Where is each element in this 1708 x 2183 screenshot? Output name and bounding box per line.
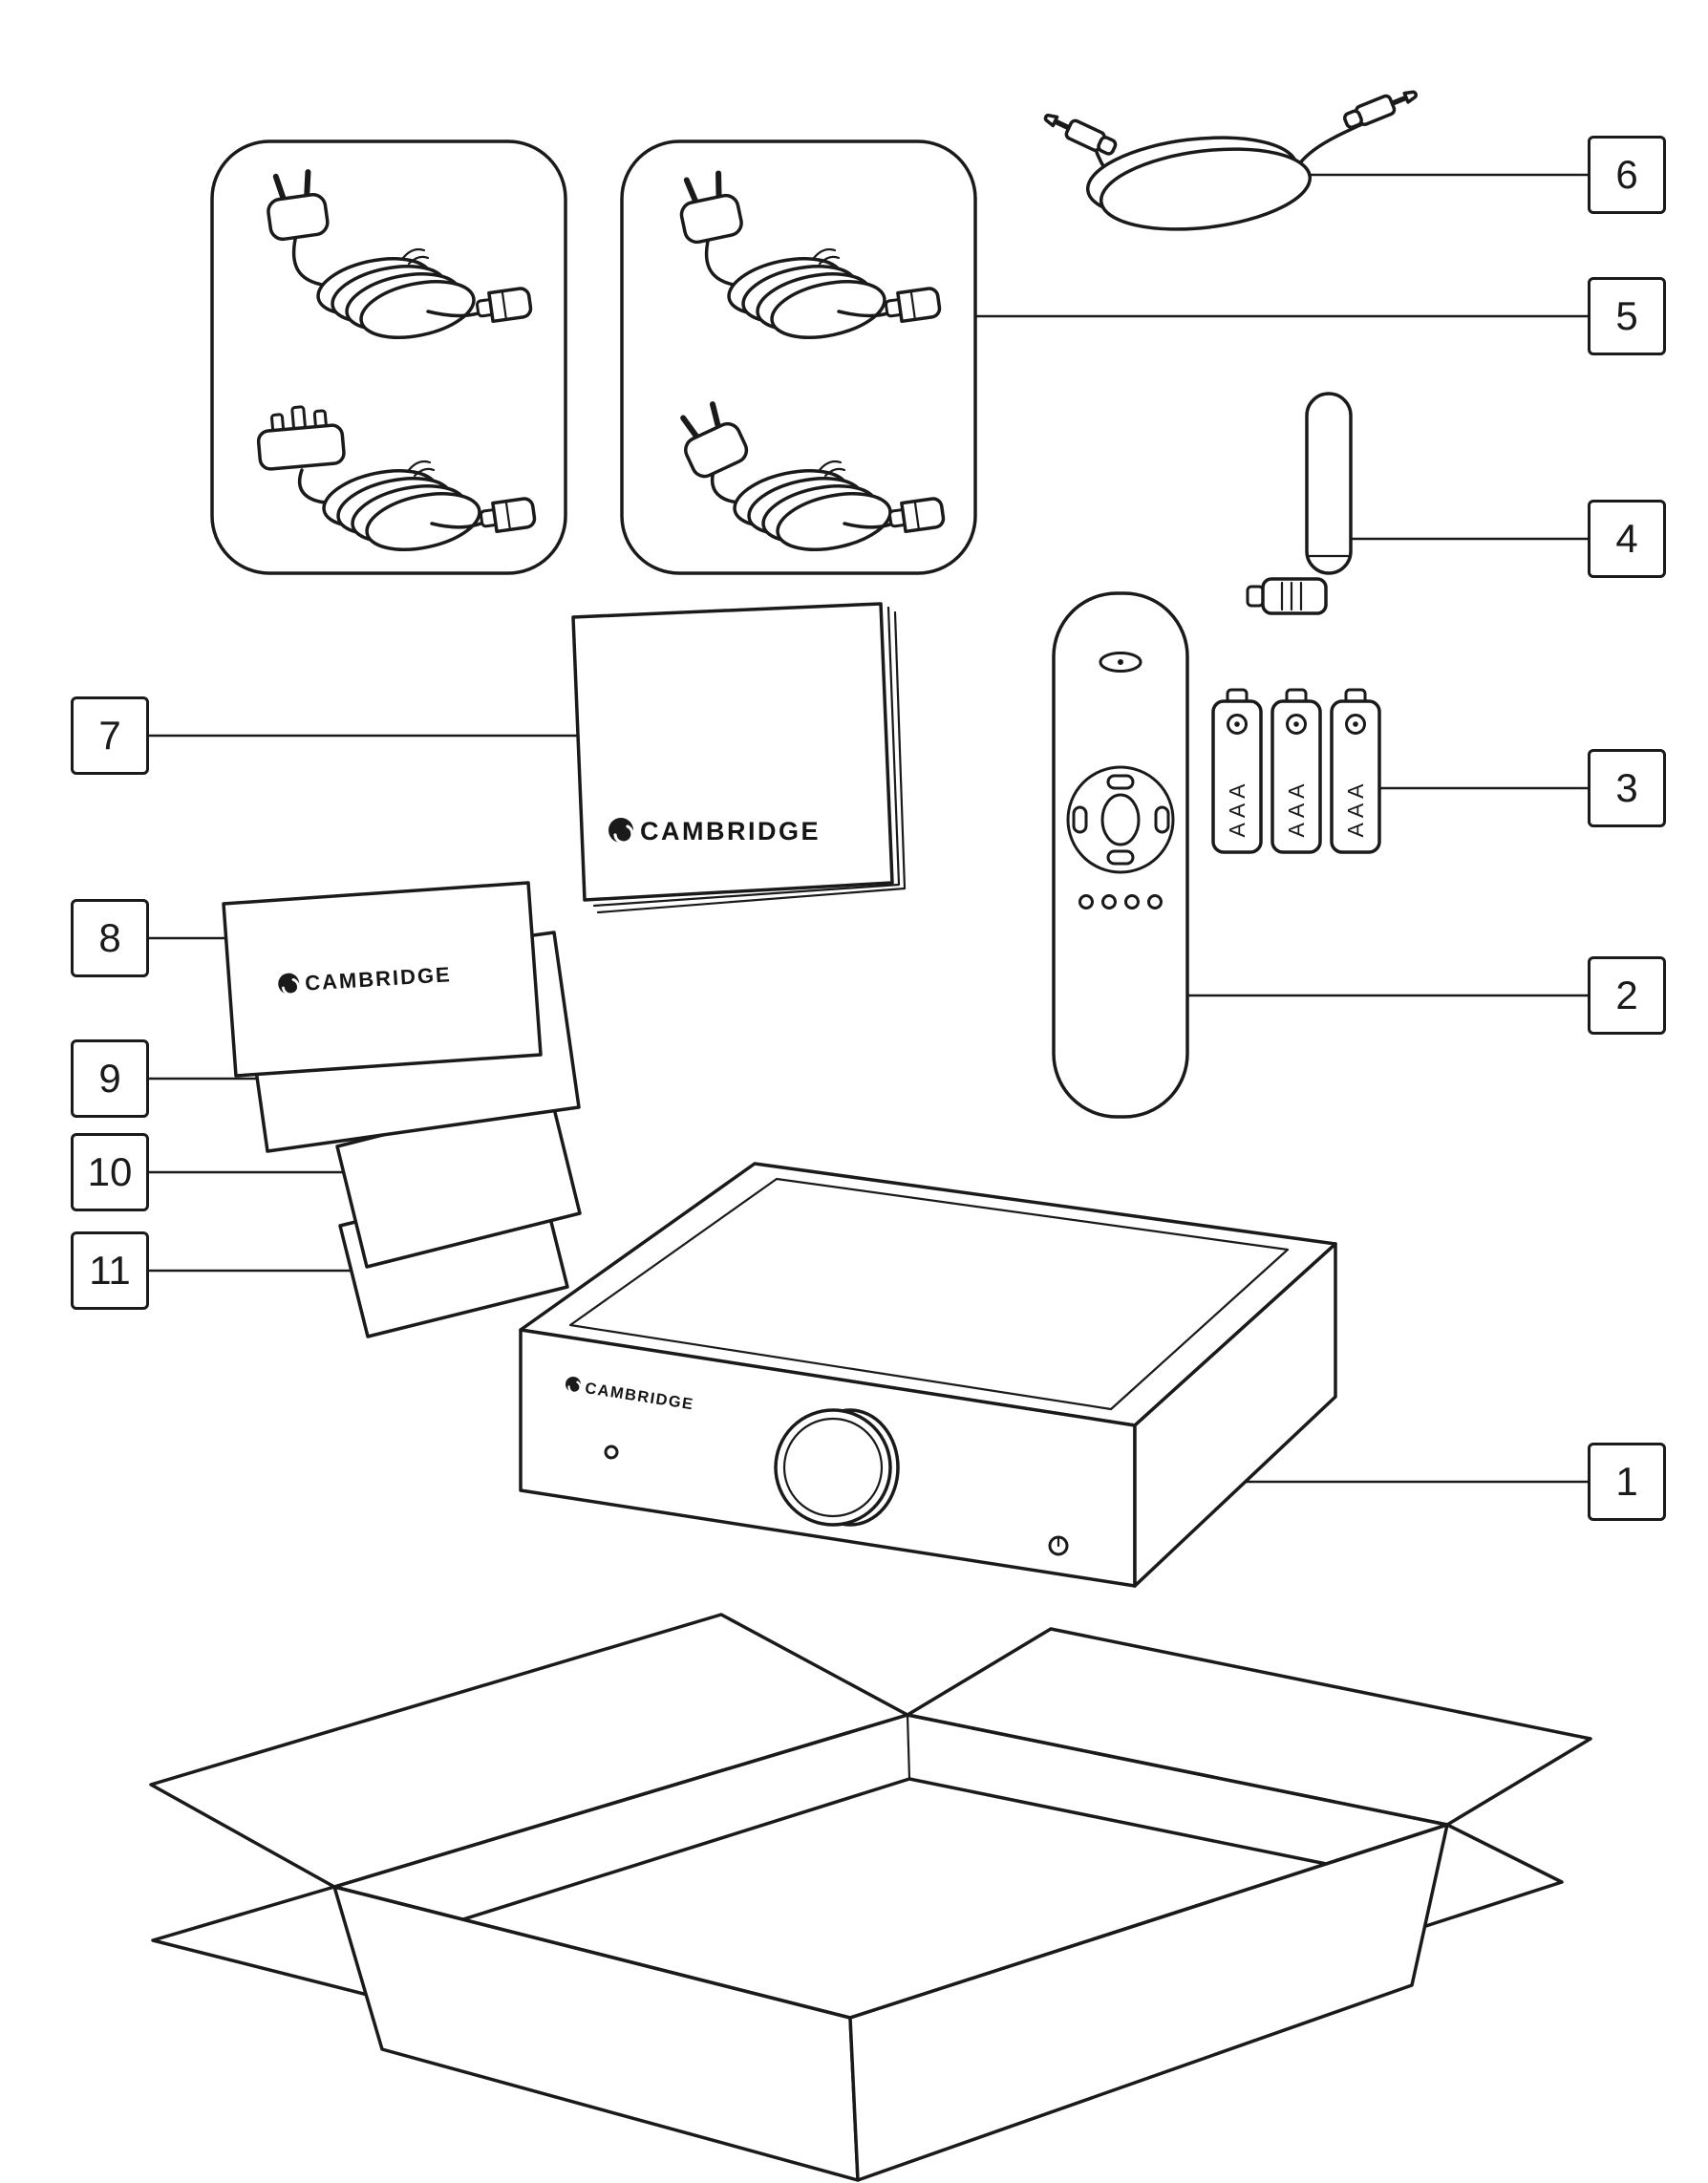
- standby-button: [1048, 1535, 1069, 1556]
- document-card-1: [222, 881, 543, 1078]
- volume-knob: [774, 1408, 900, 1527]
- callout-number: 8: [98, 915, 121, 960]
- power-cord-eu-top: [674, 171, 943, 349]
- callout-number: 7: [98, 713, 121, 758]
- audio-jack-right: [1342, 85, 1419, 131]
- power-cord-uk-bottom: [254, 401, 538, 561]
- battery-2: [1270, 688, 1322, 854]
- amplifier-right-face: [1133, 1242, 1337, 1588]
- callout-number: 2: [1615, 973, 1638, 1017]
- callout-amplifier-unit: 1: [1588, 1443, 1666, 1521]
- callout-number: 10: [87, 1149, 133, 1194]
- remote-illustration: [1052, 591, 1189, 1119]
- callout-remote-control: 2: [1588, 956, 1666, 1035]
- callout-power-cables: 5: [1588, 277, 1666, 355]
- callout-number: 1: [1615, 1459, 1638, 1504]
- power-cord-eu-uk-top: [264, 170, 534, 349]
- power-cord-eu-bottom: [672, 399, 947, 561]
- callout-document-sheet-2: 11: [71, 1231, 149, 1310]
- box-illustration: [149, 1613, 1592, 2182]
- manual-illustration: CAMBRIDGE: [571, 602, 907, 914]
- brand-logo-manual: CAMBRIDGE: [608, 817, 821, 845]
- battery-1: [1211, 688, 1263, 854]
- amplifier-illustration: CAMBRIDGE: [519, 1162, 1337, 1588]
- callout-document-card-1: 8: [71, 899, 149, 977]
- audio-cable-illustration: [1042, 85, 1420, 231]
- callout-number: 6: [1615, 152, 1638, 197]
- battery-3: [1330, 688, 1381, 854]
- callout-user-manual: 7: [71, 696, 149, 775]
- callout-number: 4: [1615, 516, 1638, 561]
- power-cables-illustration: [210, 139, 977, 575]
- box-flap-back-right: [906, 1627, 1592, 1827]
- brand-text-manual: CAMBRIDGE: [640, 817, 821, 845]
- audio-jack-left: [1042, 108, 1119, 157]
- callout-number: 9: [98, 1056, 121, 1101]
- leader-lines: [145, 173, 1591, 1484]
- front-led: [604, 1445, 619, 1460]
- callout-antenna: 4: [1588, 500, 1666, 578]
- callout-audio-cable: 6: [1588, 136, 1666, 214]
- box-rim: [332, 1713, 1449, 2020]
- callout-number: 5: [1615, 293, 1638, 338]
- antenna-illustration: [1246, 392, 1353, 615]
- callout-document-card-2: 9: [71, 1039, 149, 1118]
- cards-illustration: CAMBRIDGE: [222, 881, 582, 1338]
- callout-document-sheet-1: 10: [71, 1133, 149, 1211]
- callout-number: 11: [89, 1248, 131, 1293]
- callout-number: 3: [1615, 765, 1638, 810]
- callout-aaa-batteries: 3: [1588, 749, 1666, 827]
- batteries-illustration: [1211, 688, 1381, 854]
